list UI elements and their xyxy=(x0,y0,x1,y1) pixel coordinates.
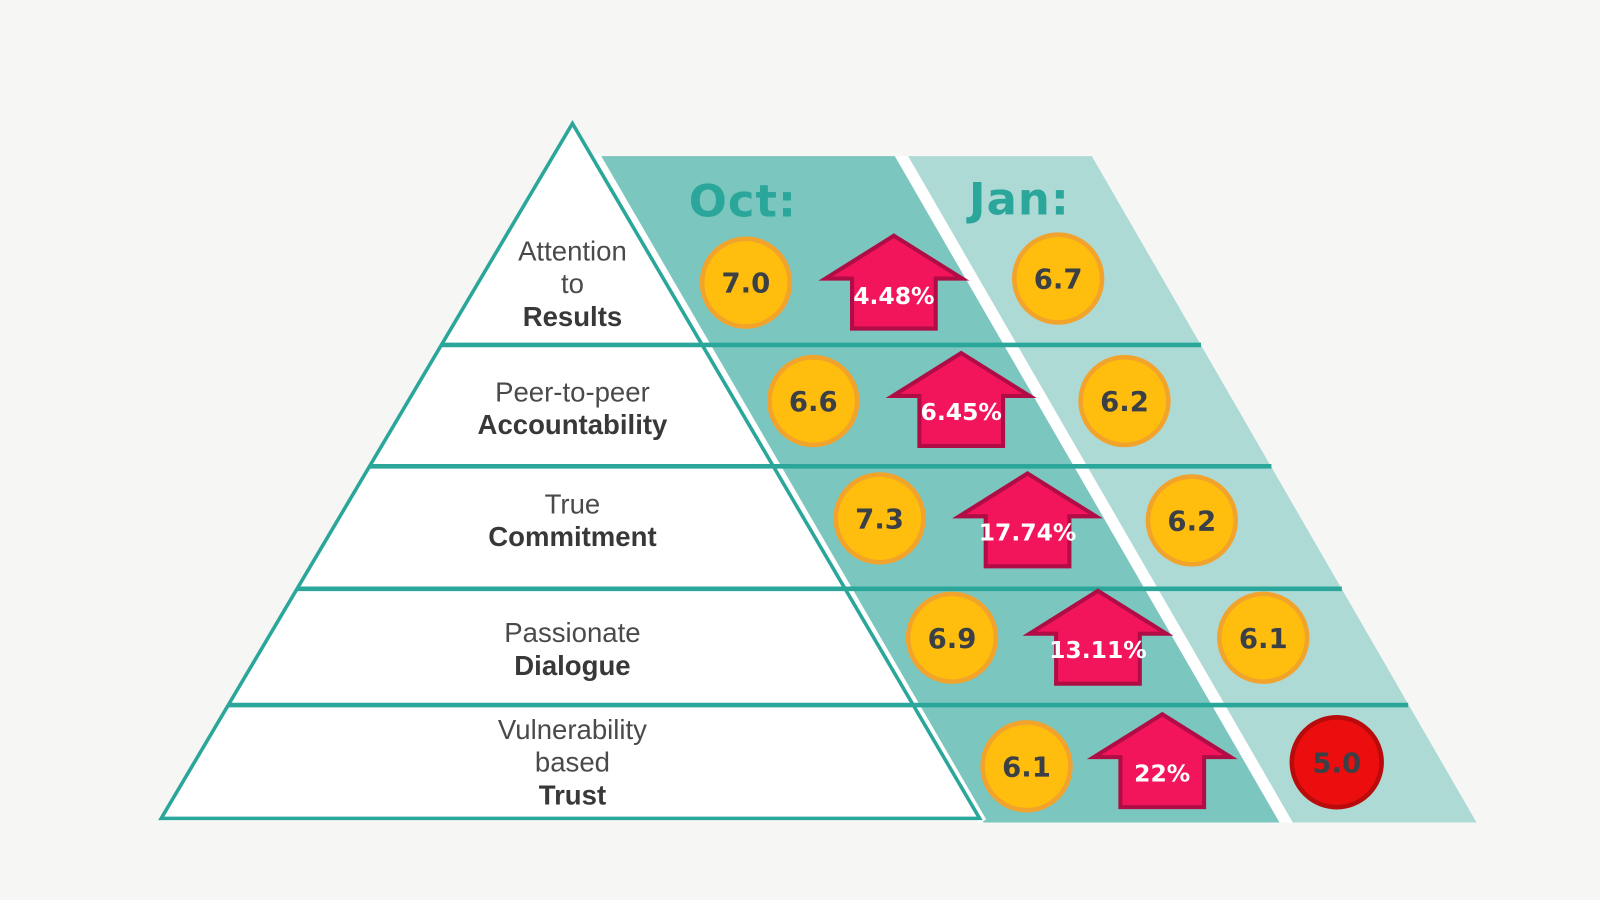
oct-score-trust: 6.1 xyxy=(1002,751,1051,783)
level-trust-label-bold: Trust xyxy=(539,779,606,810)
change-commitment: 17.74% xyxy=(979,519,1077,547)
level-trust-label-line1: Vulnerability xyxy=(498,714,647,745)
oct-column-header: Oct: xyxy=(689,175,797,228)
jan-column-header: Jan: xyxy=(966,172,1070,225)
up-arrow-icon-trust xyxy=(1086,711,1238,810)
jan-score-circle-commitment xyxy=(1145,474,1239,567)
oct-score-accountability: 6.6 xyxy=(789,386,838,418)
level-accountability-label-bold: Accountability xyxy=(478,409,668,440)
jan-score-accountability: 6.2 xyxy=(1100,386,1149,418)
up-arrow-icon-dialogue xyxy=(1022,588,1174,686)
jan-score-circle-trust-alert xyxy=(1289,715,1384,810)
jan-score-circle-results xyxy=(1011,232,1105,325)
level-trust-label-line2: based xyxy=(535,747,610,778)
oct-score-results: 7.0 xyxy=(722,268,771,300)
change-results: 4.48% xyxy=(853,282,934,310)
level-results-label-bold: Results xyxy=(523,301,623,332)
change-dialogue: 13.11% xyxy=(1049,636,1147,664)
level-commitment-label-bold: Commitment xyxy=(488,521,656,552)
jan-score-circle-accountability xyxy=(1078,354,1171,448)
pyramid-outline xyxy=(158,119,983,821)
jan-score-dialogue: 6.1 xyxy=(1239,623,1288,655)
level-results-label-line1: Attention xyxy=(518,236,627,267)
level-accountability-label-line1: Peer-to-peer xyxy=(495,376,650,407)
change-trust: 22% xyxy=(1134,759,1190,787)
jan-score-circle-dialogue xyxy=(1217,591,1310,684)
oct-score-circle-accountability xyxy=(767,354,860,448)
oct-score-commitment: 7.3 xyxy=(855,503,904,535)
change-accountability: 6.45% xyxy=(921,398,1002,426)
up-arrow-icon-commitment xyxy=(952,471,1104,569)
jan-score-commitment: 6.2 xyxy=(1167,505,1216,537)
level-commitment-label-line1: True xyxy=(545,489,601,520)
level-dialogue-label-line1: Passionate xyxy=(504,617,640,648)
oct-score-circle-dialogue xyxy=(905,591,999,684)
level-dialogue-label-bold: Dialogue xyxy=(514,650,630,681)
band-gap-divider xyxy=(894,156,1293,823)
level-results-label-line2: to xyxy=(561,268,584,299)
up-arrow-icon-accountability xyxy=(885,350,1037,448)
jan-score-trust: 5.0 xyxy=(1312,747,1361,779)
oct-score-dialogue: 6.9 xyxy=(928,623,977,655)
oct-score-circle-commitment xyxy=(833,472,926,565)
oct-score-circle-trust xyxy=(980,720,1073,813)
oct-score-circle-results xyxy=(699,236,793,329)
jan-score-results: 6.7 xyxy=(1034,264,1083,296)
up-arrow-icon-results xyxy=(818,233,970,331)
